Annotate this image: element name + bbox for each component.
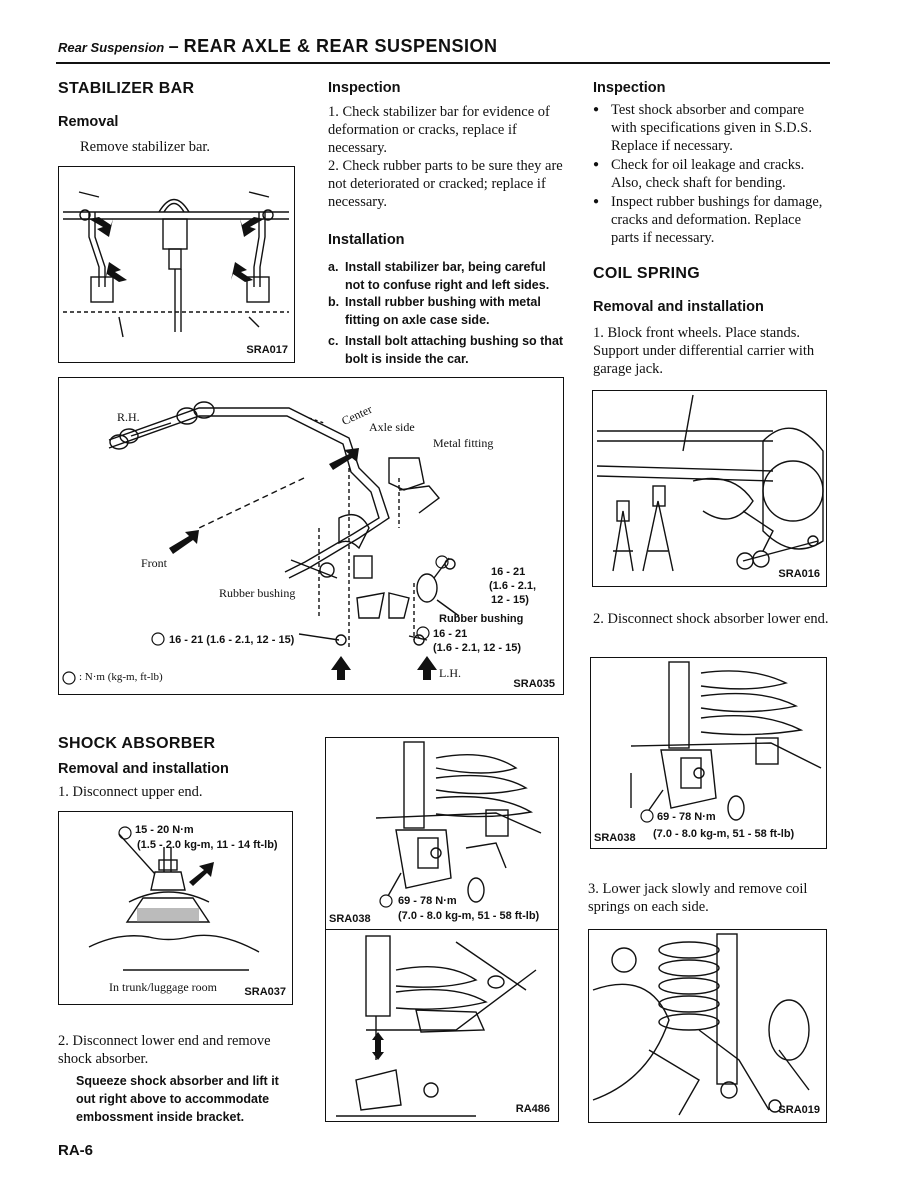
stabilizer-heading: STABILIZER BAR — [58, 80, 195, 97]
list-item: Test shock absorber and compare with spe… — [593, 101, 829, 155]
install-step-c-mark: c. — [328, 334, 339, 348]
jack-stands-illustration — [596, 394, 824, 572]
install-step-a: a. Install stabilizer bar, being careful… — [328, 258, 564, 294]
label-metal-fitting: Metal fitting — [433, 436, 494, 450]
shock-step-2: 2. Disconnect lower end and remove shock… — [58, 1033, 271, 1067]
stabilizer-installation-heading: Installation — [328, 232, 405, 248]
figure-sra035: R.H. Center Axle side Metal fitting Fron… — [58, 377, 564, 695]
figure-sra038-right: 69 - 78 N·m (7.0 - 8.0 kg-m, 51 - 58 ft-… — [590, 657, 827, 849]
install-step-a-mark: a. — [328, 260, 339, 274]
install-step-c: c. Install bolt attaching bushing so tha… — [328, 332, 564, 368]
label-rh: R.H. — [117, 410, 140, 424]
label-torque-lower-2: (7.0 - 8.0 kg-m, 51 - 58 ft-lb) — [398, 910, 540, 922]
install-step-c-text: Install bolt attaching bushing so that b… — [345, 334, 564, 366]
coil-subheading: Removal and installation — [593, 299, 764, 315]
shock-heading: SHOCK ABSORBER — [58, 735, 216, 752]
coil-step-1: 1. Block front wheels. Place stands. Sup… — [593, 325, 815, 377]
label-front: Front — [141, 556, 168, 570]
figure-caption: SRA038 — [329, 913, 371, 925]
label-torque-lower-1: 69 - 78 N·m — [398, 895, 457, 907]
label-torque-lower-1: 69 - 78 N·m — [657, 811, 716, 823]
coil-step-2: 2. Disconnect shock absorber lower end. — [593, 611, 829, 627]
label-torque-c1: 16 - 21 — [433, 628, 468, 640]
header-dash: – — [168, 36, 180, 56]
list-item: Inspect rubber bushings for damage, crac… — [593, 193, 829, 247]
label-rubber-bushing-right: Rubber bushing — [439, 613, 524, 625]
figure-sra019: SRA019 — [588, 929, 827, 1123]
list-item: Check for oil leakage and cracks. Also, … — [593, 156, 829, 192]
stabilizer-exploded-view — [62, 401, 460, 685]
label-torque-b: 16 - 21 (1.6 - 2.1, 12 - 15) — [169, 634, 295, 646]
label-torque-upper-1: 15 - 20 N·m — [135, 824, 194, 836]
stabilizer-removal-illustration — [63, 191, 289, 338]
label-torque-a3: 12 - 15) — [491, 594, 529, 606]
shock-lower-end-illustration — [630, 661, 822, 823]
figure-caption: RA486 — [515, 1103, 550, 1115]
coil-step-3: 3. Lower jack slowly and remove coil spr… — [588, 881, 808, 915]
figure-caption: SRA017 — [246, 344, 288, 356]
figure-sra016: SRA016 — [592, 390, 827, 587]
label-torque-a2: (1.6 - 2.1, — [489, 580, 537, 592]
label-lh: L.H. — [439, 666, 461, 680]
shock-upper-mount-illustration — [88, 826, 260, 971]
running-header: Rear Suspension – REAR AXLE & REAR SUSPE… — [58, 36, 498, 57]
figure-sra038-mid: 69 - 78 N·m (7.0 - 8.0 kg-m, 51 - 58 ft-… — [325, 737, 559, 930]
header-title: REAR AXLE & REAR SUSPENSION — [183, 36, 498, 56]
label-rubber-bushing-left: Rubber bushing — [219, 586, 296, 600]
shock-inspection-heading: Inspection — [593, 80, 666, 96]
figure-caption: SRA035 — [513, 678, 555, 690]
label-trunk: In trunk/luggage room — [109, 980, 217, 994]
install-step-b: b. Install rubber bushing with metal fit… — [328, 293, 564, 329]
stabilizer-removal-heading: Removal — [58, 114, 119, 130]
page-number: RA-6 — [58, 1142, 94, 1159]
figure-ra486: RA486 — [325, 929, 559, 1122]
install-step-b-mark: b. — [328, 295, 340, 309]
shock-removal-heading: Removal and installation — [58, 761, 229, 777]
stabilizer-removal-text: Remove stabilizer bar. — [80, 139, 211, 155]
label-torque-a1: 16 - 21 — [491, 566, 526, 578]
install-step-a-text: Install stabilizer bar, being careful no… — [345, 260, 550, 292]
shock-step-2-note: Squeeze shock absorber and lift it out r… — [76, 1074, 279, 1124]
header-rule — [56, 62, 830, 64]
figure-caption: SRA019 — [778, 1104, 820, 1116]
shock-step-1: 1. Disconnect upper end. — [58, 784, 203, 800]
coil-spring-removal-illustration — [592, 933, 810, 1116]
label-torque-upper-2: (1.5 - 2.0 kg-m, 11 - 14 ft-lb) — [137, 839, 278, 851]
figure-sra037: 15 - 20 N·m (1.5 - 2.0 kg-m, 11 - 14 ft-… — [58, 811, 293, 1005]
label-torque-lower-2: (7.0 - 8.0 kg-m, 51 - 58 ft-lb) — [653, 828, 795, 840]
install-step-b-text: Install rubber bushing with metal fittin… — [345, 295, 541, 327]
shock-lower-mount-illustration — [375, 741, 542, 908]
shock-removal-lift-illustration — [336, 935, 537, 1117]
stabilizer-inspection-heading: Inspection — [328, 80, 401, 96]
figure-caption: SRA037 — [244, 986, 286, 998]
shock-inspection-list: Test shock absorber and compare with spe… — [593, 101, 829, 248]
stabilizer-inspection-1: 1. Check stabilizer bar for evidence of … — [328, 104, 550, 156]
figure-caption: SRA038 — [594, 832, 636, 844]
label-torque-c2: (1.6 - 2.1, 12 - 15) — [433, 642, 522, 654]
torque-legend: : N·m (kg-m, ft-lb) — [79, 671, 163, 683]
figure-sra017: SRA017 — [58, 166, 295, 363]
label-axle-side: Axle side — [369, 420, 415, 434]
coil-heading: COIL SPRING — [593, 265, 701, 282]
header-section: Rear Suspension — [58, 40, 165, 55]
figure-caption: SRA016 — [778, 568, 820, 580]
stabilizer-inspection-2: 2. Check rubber parts to be sure they ar… — [328, 158, 563, 210]
